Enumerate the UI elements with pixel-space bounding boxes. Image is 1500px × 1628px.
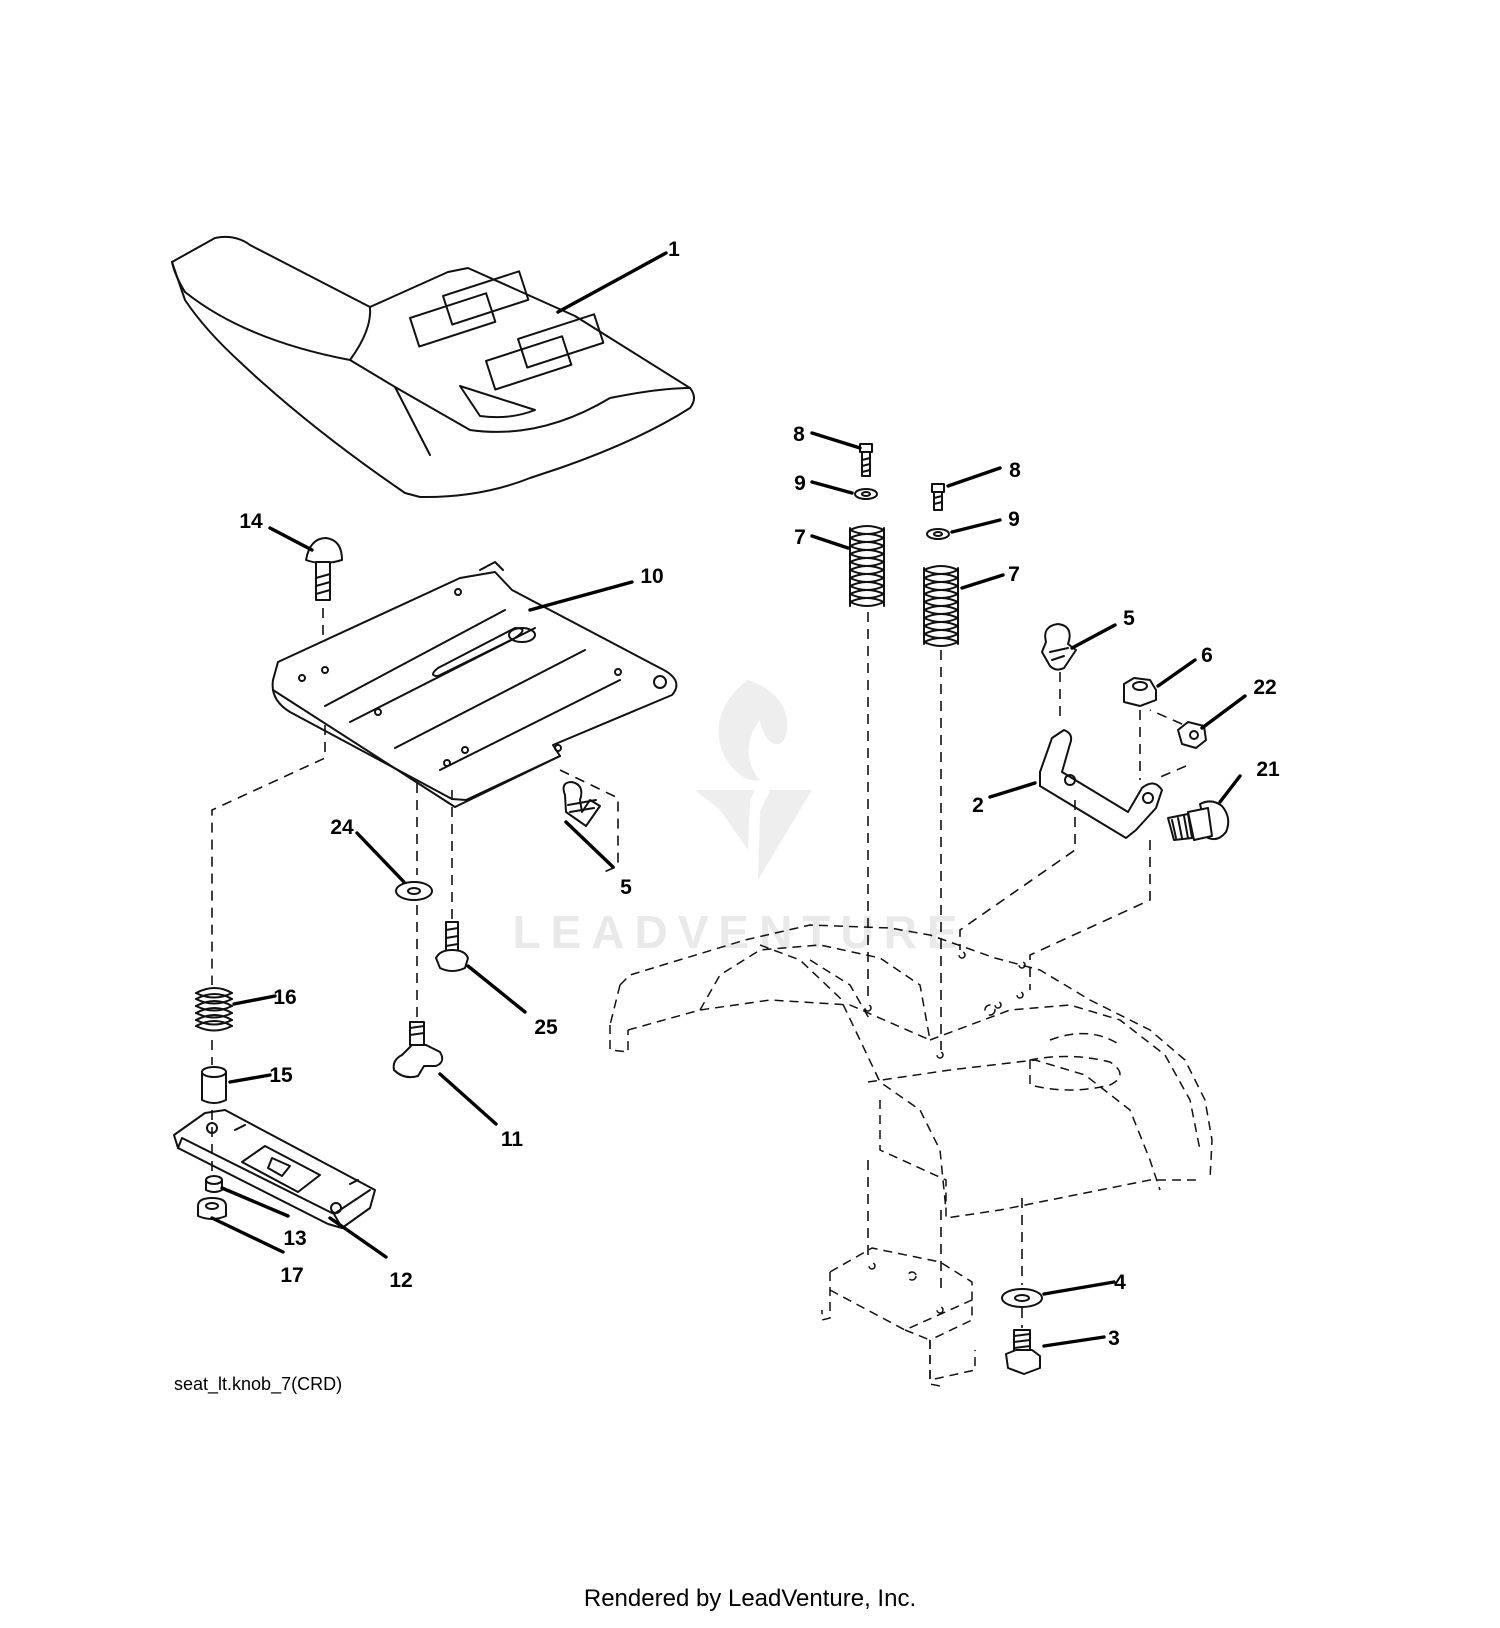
- part-14-carriage-bolt: [305, 537, 343, 601]
- callout-16: 16: [273, 986, 296, 1009]
- callout-22: 22: [1253, 676, 1276, 699]
- callout-14: 14: [239, 510, 263, 533]
- part-17-flange-nut: [197, 1197, 227, 1220]
- callout-17: 17: [280, 1264, 303, 1287]
- callout-7-left: 7: [794, 526, 806, 549]
- callout-8-left: 8: [793, 423, 805, 446]
- part-7-spring-right: [923, 565, 959, 647]
- frame-bracket-outline: [821, 1247, 976, 1387]
- callout-15: 15: [269, 1064, 293, 1087]
- part-9-washer-left: [854, 488, 878, 500]
- callout-24: 24: [330, 816, 354, 839]
- part-13-washer: [205, 1175, 223, 1193]
- callout-2: 2: [972, 794, 984, 817]
- callout-6: 6: [1201, 644, 1213, 667]
- part-6-nut: [1123, 677, 1157, 707]
- part-1-seat: [171, 235, 695, 499]
- part-21-shoulder-screw: [1167, 800, 1230, 841]
- callout-9-left: 9: [794, 472, 806, 495]
- footer-credit: Rendered by LeadVenture, Inc.: [584, 1585, 916, 1612]
- diagram-caption: seat_lt.knob_7(CRD): [174, 1374, 342, 1395]
- part-25-shoulder-bolt: [435, 921, 469, 972]
- part-16-spring: [195, 987, 233, 1032]
- part-5-spring-clip-left: [562, 781, 601, 827]
- part-10-seat-pan: [271, 561, 678, 808]
- part-24-washer: [395, 881, 433, 901]
- callout-12: 12: [389, 1269, 412, 1292]
- part-9-washer-right: [926, 528, 950, 540]
- leadventure-watermark: LEADVENTURE: [512, 680, 967, 958]
- callout-13: 13: [283, 1227, 306, 1250]
- fender-deck-outline: [609, 924, 1213, 1219]
- watermark-text: LEADVENTURE: [512, 906, 967, 958]
- callout-21: 21: [1256, 758, 1280, 781]
- part-11-knob: [392, 1021, 444, 1079]
- callout-25: 25: [534, 1016, 558, 1039]
- part-7-spring-left: [849, 525, 885, 607]
- callout-10: 10: [640, 565, 663, 588]
- callout-11: 11: [501, 1128, 524, 1151]
- part-3-bolt: [1005, 1329, 1041, 1375]
- callout-3: 3: [1108, 1327, 1120, 1350]
- part-15-spacer: [201, 1066, 227, 1104]
- part-22-lock-nut: [1177, 721, 1207, 749]
- part-8-bolt-right: [931, 483, 945, 511]
- chevron-logo-icon: [695, 790, 812, 880]
- leader-lines: [210, 251, 1247, 1348]
- callout-1: 1: [668, 238, 680, 261]
- callout-9-right: 9: [1008, 508, 1020, 531]
- callout-8-right: 8: [1009, 459, 1021, 482]
- part-2-bracket: [1039, 729, 1163, 839]
- callout-7-right: 7: [1008, 563, 1020, 586]
- callout-4: 4: [1114, 1271, 1126, 1294]
- part-4-washer: [1001, 1288, 1043, 1308]
- part-8-bolt-left: [859, 443, 873, 477]
- alignment-lines-right: [867, 612, 1187, 1328]
- flame-logo-icon: [718, 680, 788, 781]
- callout-5-right: 5: [1123, 607, 1135, 630]
- callout-numbers: 1 2 3 4 5 5 6 7 7 8 8 9 9 10 11 12 13 14…: [239, 238, 1280, 1350]
- alignment-lines-left: [211, 608, 619, 1175]
- part-5-clip-right: [1041, 623, 1077, 671]
- callout-5-left: 5: [620, 876, 632, 899]
